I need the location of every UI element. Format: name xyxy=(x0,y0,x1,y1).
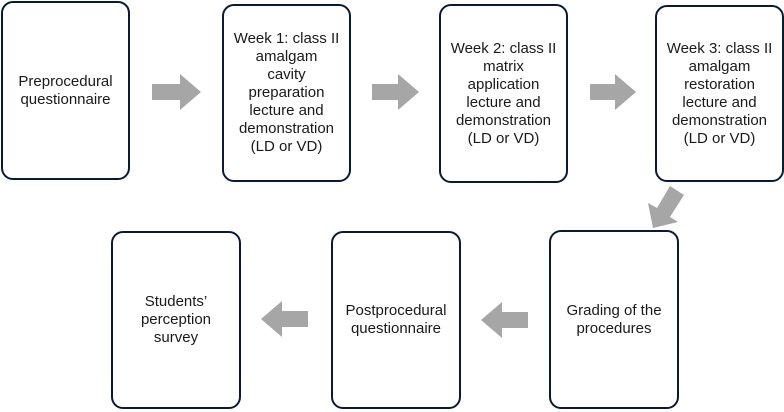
step-label: Grading of the procedures xyxy=(566,301,662,337)
arrow-right-icon xyxy=(590,74,636,110)
step-box-students-perception-survey: Students’ perception survey xyxy=(111,231,241,409)
arrow-down-left-icon xyxy=(648,186,684,228)
step-box-preprocedural-questionnaire: Preprocedural questionnaire xyxy=(1,1,130,180)
step-label: Week 3: class II amalgam restoration lec… xyxy=(666,39,773,147)
step-label: Postprocedural questionnaire xyxy=(345,302,447,337)
arrow-left-icon xyxy=(481,302,528,338)
step-box-week-1: Week 1: class II amalgam cavity preparat… xyxy=(222,4,351,182)
step-label: Students’ perception survey xyxy=(140,293,212,346)
step-box-grading: Grading of the procedures xyxy=(549,230,679,409)
arrow-right-icon xyxy=(152,74,201,110)
arrow-right-icon xyxy=(372,74,419,110)
step-box-week-3: Week 3: class II amalgam restoration lec… xyxy=(655,5,784,182)
step-label: Week 2: class II matrix application lect… xyxy=(450,39,557,147)
step-box-postprocedural-questionnaire: Postprocedural questionnaire xyxy=(331,231,461,409)
step-label: Preprocedural questionnaire xyxy=(18,72,113,108)
arrow-left-icon xyxy=(261,301,308,337)
step-label: Week 1: class II amalgam cavity preparat… xyxy=(233,30,340,155)
step-box-week-2: Week 2: class II matrix application lect… xyxy=(439,4,568,183)
